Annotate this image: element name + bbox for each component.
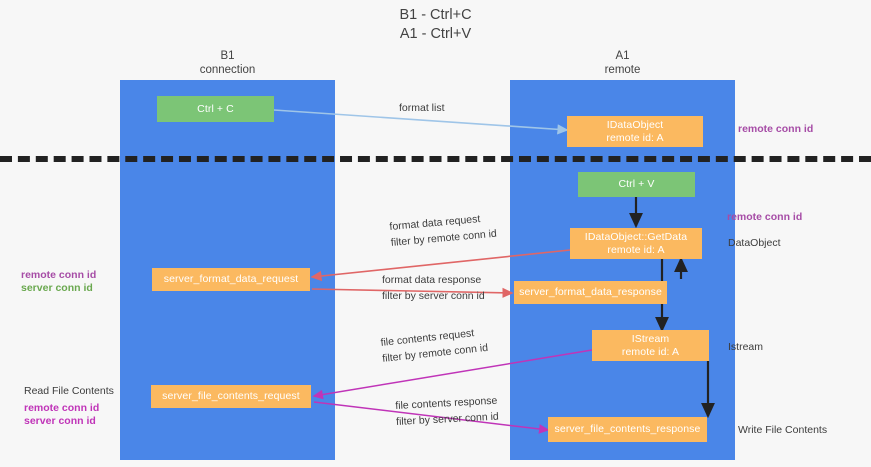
annotation-left-remote-conn-id-1: remote conn id [21, 269, 97, 281]
filter-prefix-1: filter by [390, 233, 429, 249]
annotation-remote-conn-id-mid: remote conn id [727, 211, 802, 224]
annotation-dataobject: DataObject [728, 237, 781, 250]
edge-label-file-contents-response-filter: filter by server conn id [396, 411, 499, 429]
box-istream-sub: remote id: A [621, 345, 680, 358]
phase-divider [0, 156, 871, 162]
annotation-left-conn-ids-2: remote conn id server conn id [24, 402, 99, 428]
edge-label-file-contents-request: file contents request filter by remote c… [380, 326, 489, 366]
annotation-left-conn-ids-1: remote conn id server conn id [21, 269, 96, 295]
box-idataobject-getdata[interactable]: IDataObject::GetData remote id: A [570, 228, 702, 259]
lane-header-a1-name: A1 [615, 50, 630, 62]
annotation-left-server-conn-id-2: server conn id [24, 415, 96, 427]
annotation-read-file-contents: Read File Contents [24, 385, 114, 398]
annotation-read-file-contents-text: Read File Contents [24, 385, 114, 397]
edge-label-format-data-response-filter: filter by server conn id [382, 290, 485, 303]
edge-label-file-contents-response: file contents response filter by server … [395, 395, 499, 429]
box-ctrl-c[interactable]: Ctrl + C [157, 96, 274, 122]
box-server-format-data-request[interactable]: server_format_data_request [152, 268, 310, 291]
annotation-left-server-conn-id-1: server conn id [21, 282, 93, 294]
lane-header-b1: B1 connection [120, 49, 335, 77]
lane-header-b1-name: B1 [220, 50, 235, 62]
title-line-2: A1 - Ctrl+V [399, 26, 472, 42]
annotation-left-remote-conn-id-2: remote conn id [24, 402, 100, 414]
box-getdata-title: IDataObject::GetData [584, 230, 688, 243]
box-idataobject-title: IDataObject [606, 118, 664, 131]
box-server-file-contents-request-label: server_file_contents_request [162, 390, 300, 402]
box-server-file-contents-response-label: server_file_contents_response [554, 423, 701, 435]
edge-label-format-data-response: format data response filter by server co… [382, 274, 485, 303]
box-server-file-contents-response[interactable]: server_file_contents_response [548, 417, 707, 442]
box-istream[interactable]: IStream remote id: A [592, 330, 709, 361]
box-server-file-contents-request[interactable]: server_file_contents_request [151, 385, 311, 408]
box-ctrl-v-label: Ctrl + V [618, 178, 655, 190]
lane-header-a1-sub: remote [604, 64, 641, 76]
edge-label-file-contents-response-text: file contents response [395, 394, 498, 412]
annotation-remote-conn-id-top-text: remote conn id [738, 123, 814, 135]
page-title: B1 - Ctrl+C A1 - Ctrl+V [0, 6, 871, 44]
annotation-remote-conn-id-mid-text: remote conn id [727, 211, 803, 223]
filter-key-4: server conn id [432, 410, 500, 427]
annotation-istream-text: Istream [728, 341, 764, 353]
box-ctrl-v[interactable]: Ctrl + V [578, 172, 695, 197]
filter-key-1: remote conn id [427, 227, 498, 246]
edge-label-format-data-response-text: format data response [382, 274, 482, 286]
box-idataobject-sub: remote id: A [606, 131, 664, 144]
box-ctrl-c-label: Ctrl + C [197, 102, 234, 115]
box-idataobject[interactable]: IDataObject remote id: A [567, 116, 703, 147]
title-line-1: B1 - Ctrl+C [399, 7, 472, 23]
filter-prefix-2: filter by [382, 290, 419, 302]
lane-header-a1: A1 remote [510, 49, 735, 77]
box-server-format-data-response[interactable]: server_format_data_response [514, 281, 667, 304]
annotation-istream: Istream [728, 341, 763, 354]
edge-label-format-list-text: format list [399, 102, 445, 114]
annotation-remote-conn-id-top: remote conn id [738, 123, 813, 136]
annotation-write-file-contents-text: Write File Contents [738, 424, 828, 436]
box-server-format-data-response-label: server_format_data_response [519, 286, 662, 298]
lane-header-b1-sub: connection [199, 64, 256, 76]
annotation-dataobject-text: DataObject [728, 237, 781, 249]
filter-key-2: server conn id [418, 290, 485, 302]
filter-prefix-3: filter by [381, 349, 420, 365]
annotation-write-file-contents: Write File Contents [738, 424, 827, 437]
filter-prefix-4: filter by [395, 414, 434, 428]
box-server-format-data-request-label: server_format_data_request [163, 273, 299, 285]
box-getdata-sub: remote id: A [607, 243, 665, 256]
box-istream-title: IStream [631, 332, 670, 345]
edge-label-format-data-request: format data request filter by remote con… [389, 212, 497, 250]
edge-label-format-list: format list [399, 102, 445, 115]
